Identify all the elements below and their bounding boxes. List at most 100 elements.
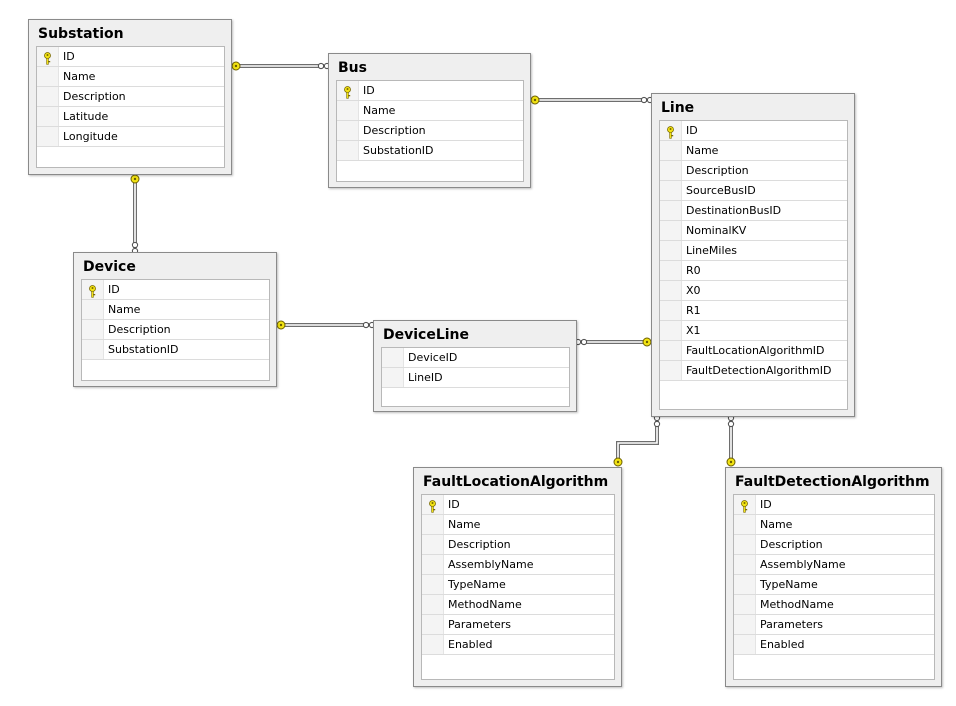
row-selector[interactable] <box>337 141 359 160</box>
column-row[interactable]: Description <box>337 121 523 141</box>
row-selector[interactable] <box>337 101 359 120</box>
relationship-device-deviceline[interactable] <box>276 320 376 330</box>
column-row[interactable]: Latitude <box>37 107 224 127</box>
row-selector[interactable] <box>82 320 104 339</box>
row-selector[interactable] <box>660 161 682 180</box>
column-row[interactable]: AssemblyName <box>734 555 934 575</box>
column-row[interactable]: SubstationID <box>82 340 269 360</box>
row-selector[interactable] <box>734 615 756 634</box>
column-row[interactable]: ID <box>37 47 224 67</box>
column-row[interactable]: R0 <box>660 261 847 281</box>
relationship-substation-bus[interactable] <box>231 61 331 71</box>
row-selector[interactable] <box>660 241 682 260</box>
row-selector[interactable] <box>660 181 682 200</box>
row-selector[interactable] <box>37 107 59 126</box>
column-row[interactable]: ID <box>422 495 614 515</box>
row-selector[interactable] <box>734 515 756 534</box>
row-selector[interactable] <box>734 595 756 614</box>
column-row[interactable]: Description <box>422 535 614 555</box>
column-row[interactable]: ID <box>734 495 934 515</box>
column-row[interactable]: Name <box>734 515 934 535</box>
row-selector[interactable] <box>37 127 59 146</box>
column-row[interactable]: LineMiles <box>660 241 847 261</box>
relationship-substation-device[interactable] <box>130 174 140 255</box>
column-row[interactable]: DeviceID <box>382 348 569 368</box>
row-selector[interactable] <box>422 575 444 594</box>
column-row[interactable]: MethodName <box>734 595 934 615</box>
column-row[interactable]: Name <box>660 141 847 161</box>
row-selector[interactable] <box>422 515 444 534</box>
column-row[interactable]: Enabled <box>422 635 614 655</box>
column-row[interactable]: Name <box>82 300 269 320</box>
row-selector[interactable] <box>660 121 682 140</box>
row-selector[interactable] <box>734 495 756 514</box>
row-selector[interactable] <box>82 340 104 359</box>
column-row[interactable]: SubstationID <box>337 141 523 161</box>
row-selector[interactable] <box>660 301 682 320</box>
column-row[interactable]: FaultDetectionAlgorithmID <box>660 361 847 381</box>
column-row[interactable]: MethodName <box>422 595 614 615</box>
column-row[interactable]: Longitude <box>37 127 224 147</box>
row-selector[interactable] <box>734 535 756 554</box>
row-selector[interactable] <box>660 201 682 220</box>
row-selector[interactable] <box>37 47 59 66</box>
row-selector[interactable] <box>82 280 104 299</box>
row-selector[interactable] <box>422 495 444 514</box>
column-row[interactable]: X1 <box>660 321 847 341</box>
row-selector[interactable] <box>337 121 359 140</box>
column-row[interactable]: SourceBusID <box>660 181 847 201</box>
column-row[interactable]: NominalKV <box>660 221 847 241</box>
row-selector[interactable] <box>382 368 404 387</box>
relationship-faultlocation-line[interactable] <box>613 414 661 467</box>
row-selector[interactable] <box>660 321 682 340</box>
column-row[interactable]: ID <box>660 121 847 141</box>
row-selector[interactable] <box>422 595 444 614</box>
column-row[interactable]: Name <box>337 101 523 121</box>
column-row[interactable]: Description <box>660 161 847 181</box>
row-selector[interactable] <box>660 361 682 380</box>
row-selector[interactable] <box>422 555 444 574</box>
row-selector[interactable] <box>660 261 682 280</box>
column-row[interactable]: R1 <box>660 301 847 321</box>
column-row[interactable]: Enabled <box>734 635 934 655</box>
row-selector[interactable] <box>660 141 682 160</box>
column-row[interactable]: TypeName <box>734 575 934 595</box>
row-selector[interactable] <box>382 348 404 367</box>
column-row[interactable]: Name <box>37 67 224 87</box>
column-row[interactable]: Name <box>422 515 614 535</box>
column-row[interactable]: TypeName <box>422 575 614 595</box>
row-selector[interactable] <box>422 615 444 634</box>
row-selector[interactable] <box>37 67 59 86</box>
column-row[interactable]: Parameters <box>422 615 614 635</box>
column-row[interactable]: Parameters <box>734 615 934 635</box>
row-selector[interactable] <box>660 281 682 300</box>
column-row[interactable]: X0 <box>660 281 847 301</box>
relationship-bus-line[interactable] <box>530 95 654 105</box>
row-selector[interactable] <box>422 635 444 654</box>
row-selector[interactable] <box>734 575 756 594</box>
column-row[interactable]: Description <box>82 320 269 340</box>
column-row[interactable]: LineID <box>382 368 569 388</box>
column-row[interactable]: Description <box>734 535 934 555</box>
column-row[interactable]: Description <box>37 87 224 107</box>
column-row[interactable]: ID <box>82 280 269 300</box>
row-selector[interactable] <box>422 535 444 554</box>
column-row[interactable]: AssemblyName <box>422 555 614 575</box>
column-row[interactable]: DestinationBusID <box>660 201 847 221</box>
relationship-faultdetection-line[interactable] <box>726 414 736 467</box>
column-row[interactable]: ID <box>337 81 523 101</box>
row-selector[interactable] <box>734 555 756 574</box>
row-selector[interactable] <box>82 300 104 319</box>
row-selector[interactable] <box>337 81 359 100</box>
row-selector[interactable] <box>37 87 59 106</box>
row-selector[interactable] <box>660 221 682 240</box>
row-selector[interactable] <box>660 341 682 360</box>
relationship-line-deviceline[interactable] <box>574 337 652 347</box>
